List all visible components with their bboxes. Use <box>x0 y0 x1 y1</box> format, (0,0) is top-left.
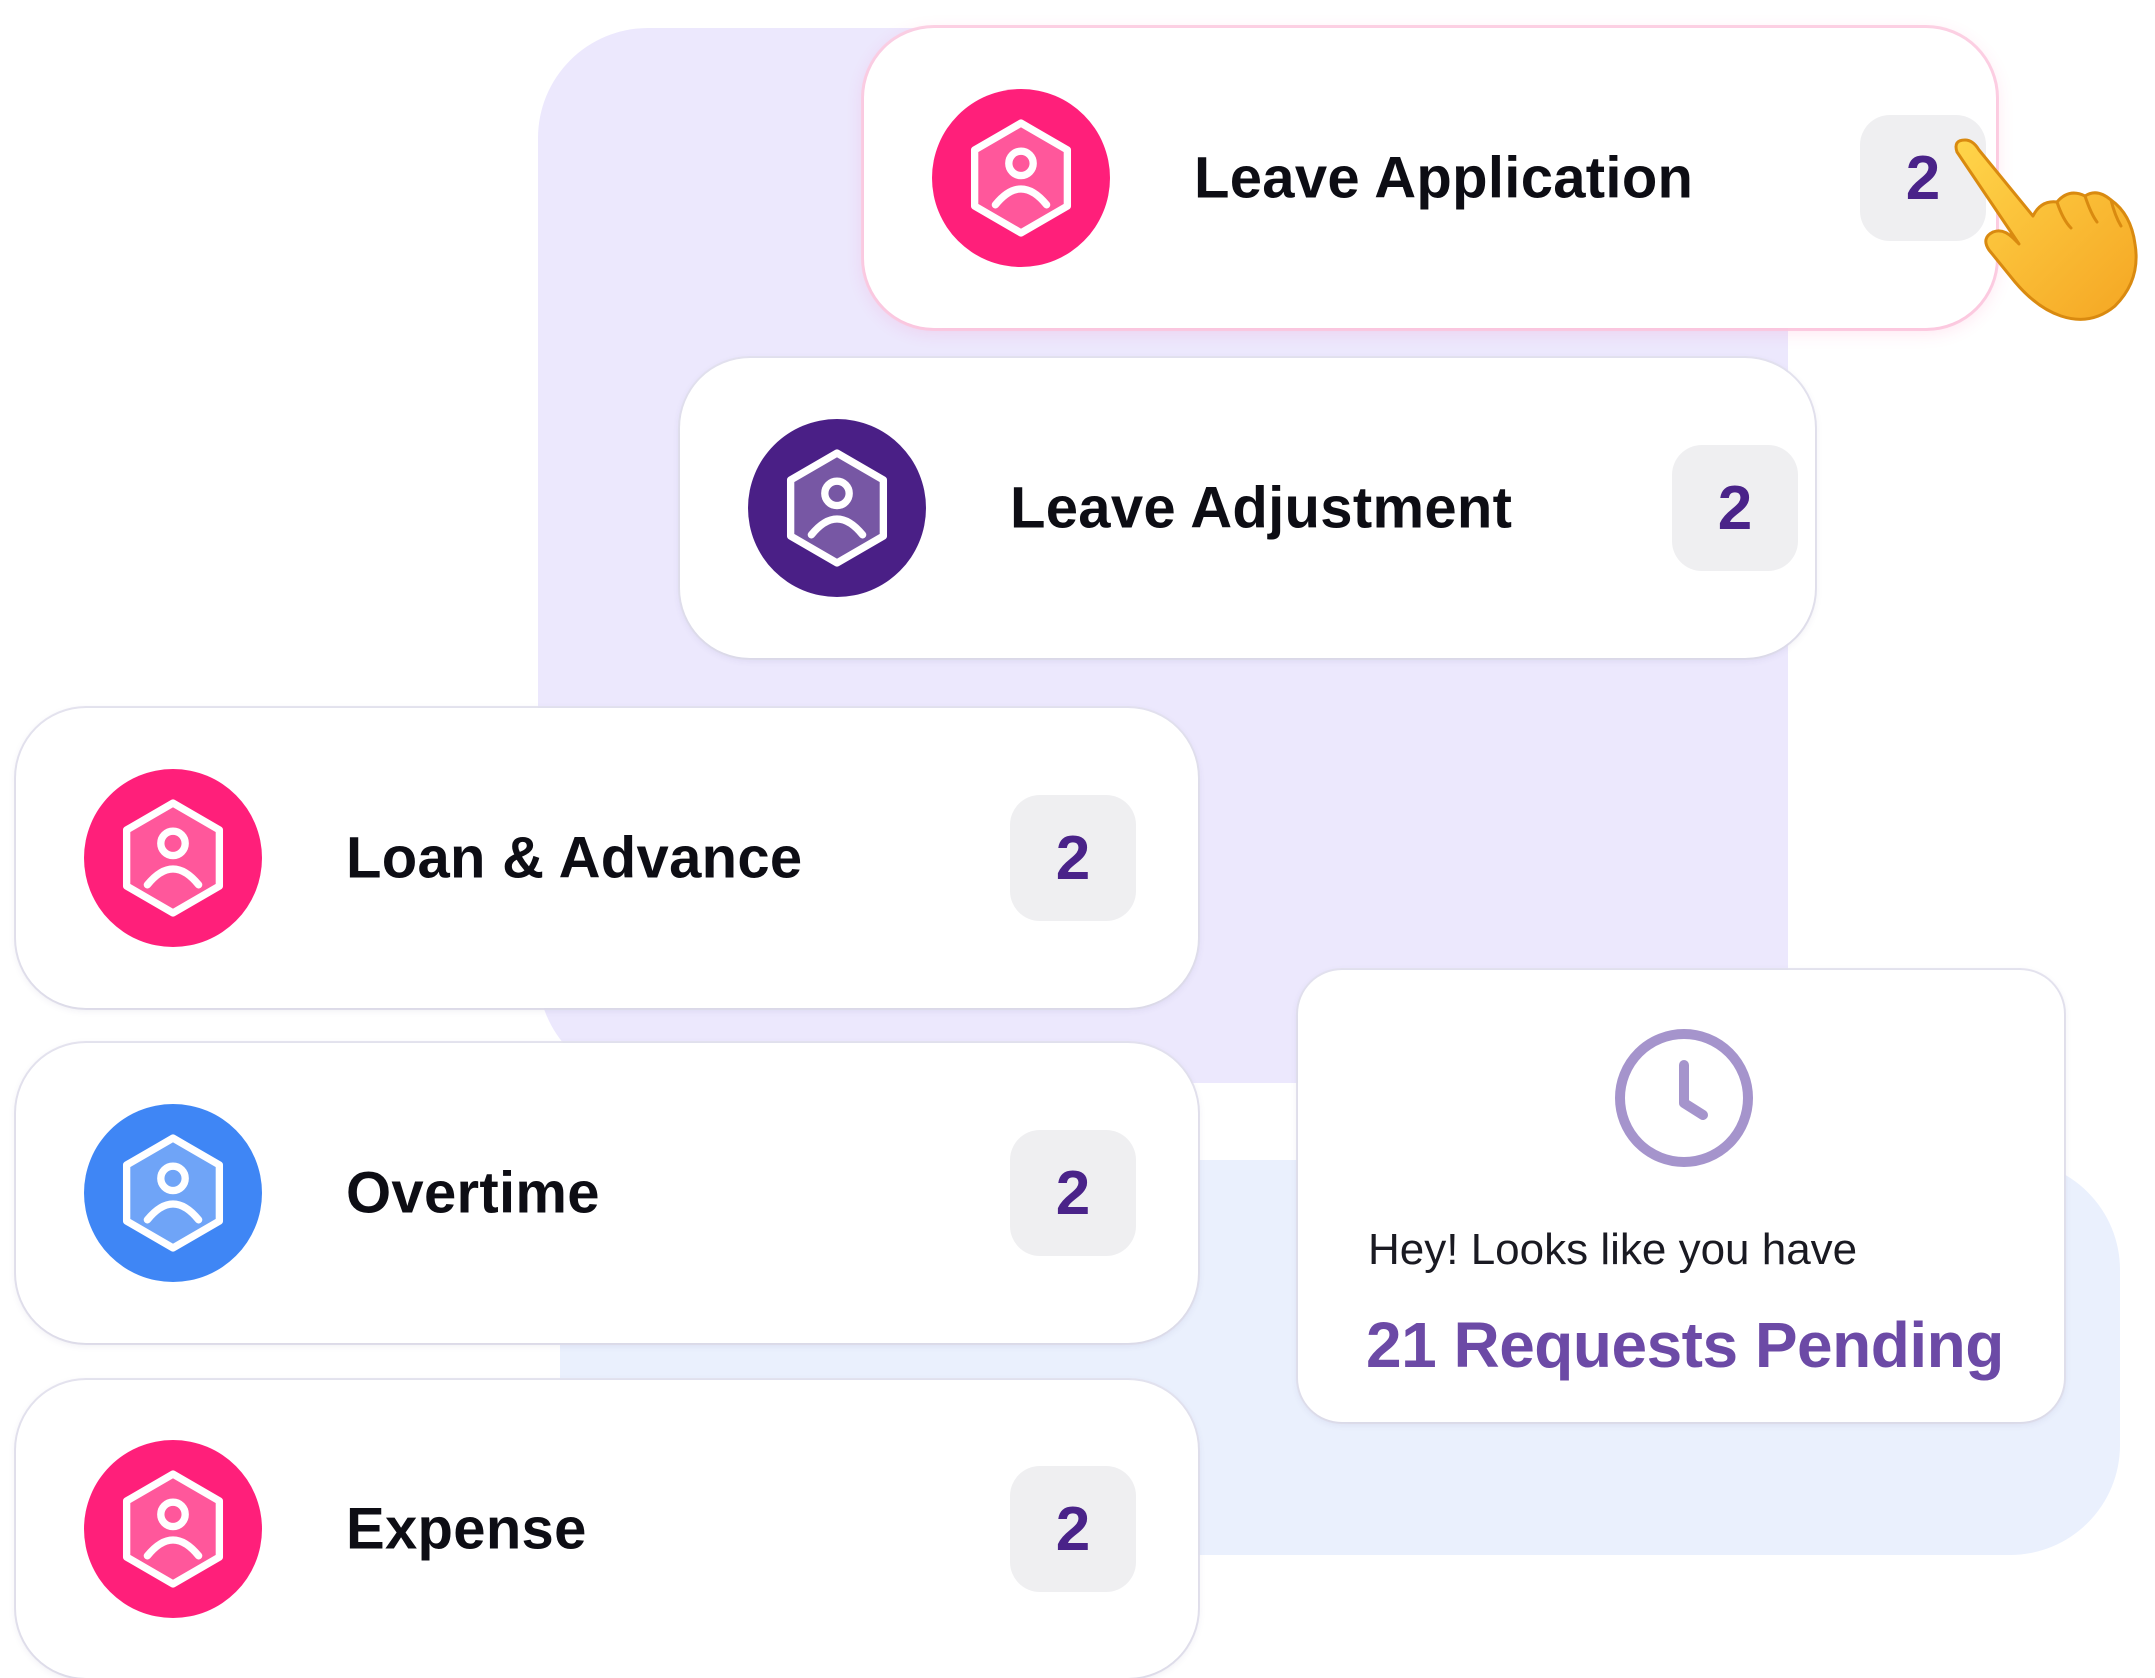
count-badge: 2 <box>1010 795 1136 921</box>
request-label: Overtime <box>346 1160 600 1226</box>
summary-message: Hey! Looks like you have <box>1368 1225 1858 1274</box>
request-card-leave-adjustment[interactable]: Leave Adjustment 2 <box>680 358 1815 658</box>
user-hexagon-icon <box>84 1104 262 1282</box>
user-hexagon-icon <box>84 769 262 947</box>
request-card-overtime[interactable]: Overtime 2 <box>16 1043 1198 1343</box>
request-label: Leave Adjustment <box>1010 475 1513 541</box>
request-card-leave-application[interactable]: Leave Application 2 <box>864 28 1996 328</box>
clock-icon <box>1611 1025 1757 1171</box>
request-label: Loan & Advance <box>346 825 803 891</box>
request-card-loan-advance[interactable]: Loan & Advance 2 <box>16 708 1198 1008</box>
count-badge: 2 <box>1010 1130 1136 1256</box>
user-hexagon-icon <box>748 419 926 597</box>
count-badge: 2 <box>1672 445 1798 571</box>
request-label: Leave Application <box>1194 145 1694 211</box>
request-card-expense[interactable]: Expense 2 <box>16 1380 1198 1678</box>
count-badge: 2 <box>1860 115 1986 241</box>
pending-requests-count: 21 Requests Pending <box>1366 1309 2004 1381</box>
pending-summary-card: Hey! Looks like you have 21 Requests Pen… <box>1298 970 2064 1422</box>
user-hexagon-icon <box>84 1440 262 1618</box>
count-badge: 2 <box>1010 1466 1136 1592</box>
user-hexagon-icon <box>932 89 1110 267</box>
pointing-hand-icon <box>1945 130 2145 330</box>
request-label: Expense <box>346 1496 587 1562</box>
